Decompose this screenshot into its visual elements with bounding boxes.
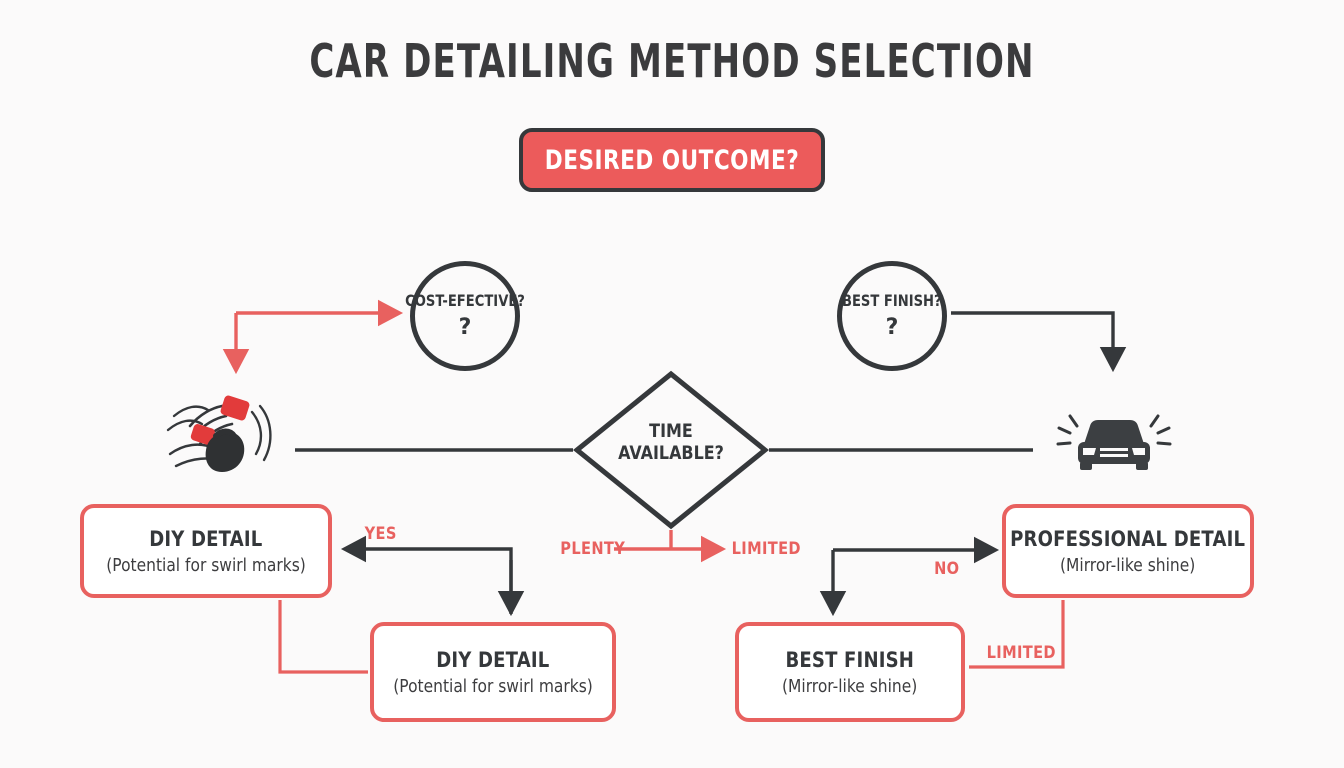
result-box-best-finish-subtitle: (Mirror-like shine) bbox=[782, 675, 918, 697]
decision-circle-cost-effective-label: COST-EFECTIVE? bbox=[405, 291, 525, 311]
edge-best-finish-to-car-icon bbox=[951, 311, 1127, 373]
shiny-car-front-icon bbox=[1050, 400, 1178, 480]
hand-polishing-cloth-icon bbox=[160, 382, 282, 482]
result-box-diy-detail-left[interactable]: DIY DETAIL (Potential for swirl marks) bbox=[80, 504, 332, 598]
result-box-diy-detail-bottom-title: DIY DETAIL bbox=[436, 647, 550, 672]
edge-label-limited-top: LIMITED bbox=[731, 539, 801, 559]
start-node-label: DESIRED OUTCOME? bbox=[544, 144, 800, 176]
edge-diy-left-to-diy-bottom bbox=[278, 600, 368, 674]
edge-label-limited-bottom: LIMITED bbox=[986, 643, 1056, 663]
result-box-best-finish-title: BEST FINISH bbox=[785, 647, 915, 672]
page-title: CAR DETAILING METHOD SELECTION bbox=[309, 34, 1035, 88]
edge-label-no: NO bbox=[934, 559, 960, 579]
result-box-professional-detail-subtitle: (Mirror-like shine) bbox=[1060, 554, 1196, 576]
edge-label-plenty: PLENTY bbox=[560, 539, 626, 559]
decision-circle-cost-effective[interactable]: COST-EFECTIVE? ? bbox=[405, 261, 525, 371]
diamond-shape bbox=[573, 370, 769, 530]
result-box-professional-detail[interactable]: PROFESSIONAL DETAIL (Mirror-like shine) bbox=[1002, 504, 1254, 598]
decision-diamond-label: TIME AVAILABLE? bbox=[573, 420, 769, 464]
start-node-desired-outcome[interactable]: DESIRED OUTCOME? bbox=[519, 128, 825, 192]
edge-label-yes: YES bbox=[364, 524, 397, 544]
decision-diamond-time-available[interactable]: TIME AVAILABLE? bbox=[573, 370, 769, 530]
diamond-label-line2: AVAILABLE? bbox=[618, 442, 724, 465]
decision-circle-cost-effective-mark: ? bbox=[458, 314, 472, 340]
decision-circle-best-finish-mark: ? bbox=[885, 314, 899, 340]
result-box-diy-detail-bottom-subtitle: (Potential for swirl marks) bbox=[393, 675, 593, 697]
edge-yes-to-diy-left bbox=[340, 535, 513, 614]
result-box-professional-detail-title: PROFESSIONAL DETAIL bbox=[1010, 526, 1246, 551]
diamond-label-line1: TIME bbox=[649, 420, 693, 442]
result-box-diy-detail-left-subtitle: (Potential for swirl marks) bbox=[106, 554, 306, 576]
result-box-diy-detail-left-title: DIY DETAIL bbox=[149, 526, 263, 551]
result-box-best-finish[interactable]: BEST FINISH (Mirror-like shine) bbox=[735, 622, 965, 722]
decision-circle-best-finish-label: BEST FINISH? bbox=[842, 291, 942, 311]
result-box-diy-detail-bottom[interactable]: DIY DETAIL (Potential for swirl marks) bbox=[370, 622, 616, 722]
decision-circle-best-finish[interactable]: BEST FINISH? ? bbox=[837, 261, 947, 371]
